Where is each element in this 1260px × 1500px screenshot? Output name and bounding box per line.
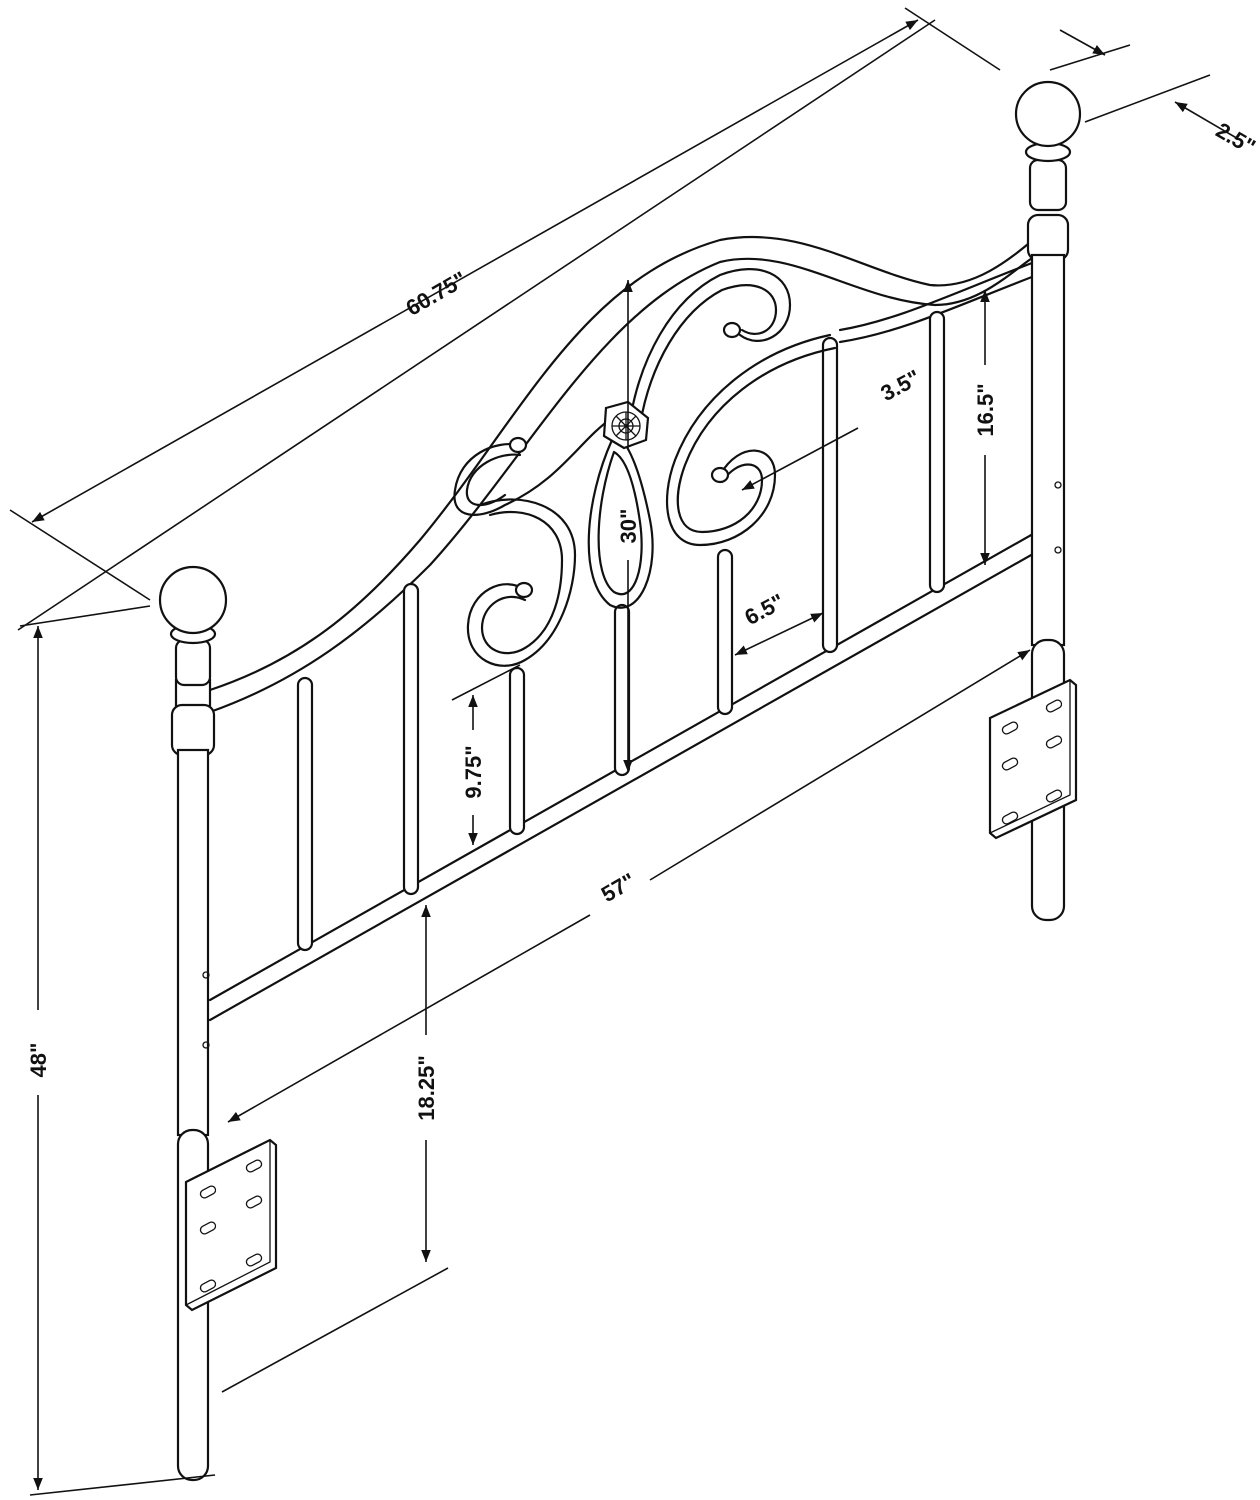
label-scroll-gap: 3.5": [877, 365, 925, 406]
post-collar: [170, 703, 216, 757]
post-neck: [174, 638, 212, 687]
post-upper: [1030, 253, 1066, 647]
spindle: [716, 548, 734, 716]
center-rosette: [602, 400, 650, 450]
spindle: [613, 603, 631, 777]
label-panel-height: 16.5": [973, 383, 998, 436]
scroll-left-upper: [453, 416, 614, 516]
extension-line: [17, 19, 936, 631]
dim-line-inner-width: [227, 914, 591, 1123]
dim-line-scroll-gap: [741, 427, 859, 491]
post-collar: [1026, 213, 1070, 262]
label-leg-height: 18.25": [414, 1055, 439, 1120]
dim-line-spindle-spacing: [734, 612, 824, 656]
mounting-plate-right: [988, 678, 1078, 840]
label-overall-width: 60.75": [402, 266, 471, 320]
dimension-lines: [9, 7, 1241, 1496]
ball-finial-right: [1014, 80, 1082, 148]
extension-line: [451, 664, 521, 701]
post-neck: [1028, 158, 1068, 212]
extension-line: [9, 509, 151, 601]
scroll-cap: [722, 321, 742, 339]
left-post: [158, 565, 228, 1482]
label-overall-height: 48": [26, 1043, 51, 1078]
spindle: [821, 336, 839, 654]
label-inner-width: 57": [597, 868, 640, 907]
extension-line: [1084, 74, 1211, 123]
scroll-cap: [710, 466, 730, 484]
bottom-rail-lower: [208, 548, 1042, 1022]
ball-finial-left: [158, 565, 228, 635]
extension-line: [904, 7, 1001, 71]
extension-line: [1049, 44, 1131, 71]
dim-line-overall-width: [31, 19, 919, 523]
dim-line-depth: [1174, 101, 1241, 141]
post-upper: [176, 748, 210, 1137]
extension-line: [221, 1267, 449, 1393]
extension-line: [29, 1474, 216, 1496]
label-post-depth: 2.5": [1212, 117, 1260, 159]
dim-line-inner-width: [649, 649, 1031, 881]
spindle: [402, 582, 420, 896]
mounting-plate-left: [184, 1138, 278, 1312]
label-lower-spindle-height: 9.75": [461, 745, 486, 798]
dim-line-depth: [1059, 29, 1106, 56]
label-center-height: 30": [616, 509, 641, 544]
headboard-frame: [158, 80, 1082, 1482]
scroll-cap: [514, 581, 534, 599]
scroll-cap: [508, 436, 528, 454]
spindle: [928, 310, 946, 594]
label-spindle-spacing: 6.5": [741, 589, 789, 630]
extension-line: [19, 605, 151, 627]
spindle: [296, 676, 314, 952]
spindle: [508, 666, 526, 836]
